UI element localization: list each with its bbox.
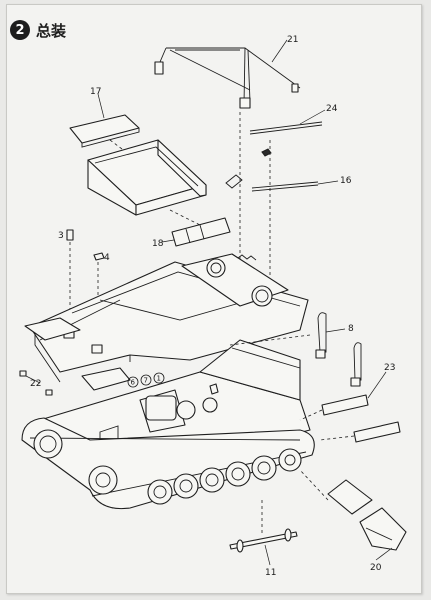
- circled-mark-6: 6: [131, 379, 136, 387]
- part-17-plate: [69, 114, 140, 148]
- part-24-rod: [249, 121, 323, 132]
- callout-18: 18: [152, 239, 164, 249]
- circled-mark-7: 7: [144, 377, 148, 385]
- circled-marks: 6 7 1: [127, 372, 165, 388]
- callout-17: 17: [90, 87, 101, 97]
- callout-4: 4: [104, 253, 110, 263]
- part-8-pipes: [315, 312, 362, 387]
- part-3: [66, 229, 74, 241]
- storage-box: [87, 139, 207, 216]
- part-22a: [19, 370, 27, 377]
- track: [21, 417, 315, 510]
- callout-20: 20: [370, 563, 382, 573]
- part-23-skirts: [321, 394, 401, 443]
- part-11-axle: [229, 528, 298, 553]
- part-22b: [45, 389, 53, 396]
- part-21-crane-frame: [154, 47, 301, 109]
- circled-mark-1: 1: [157, 375, 161, 383]
- callout-16: 16: [340, 176, 352, 186]
- callout-22: 22: [30, 379, 41, 389]
- callout-21: 21: [287, 35, 298, 45]
- part-18-plate: [171, 217, 231, 247]
- part-4: [93, 252, 105, 261]
- callout-11: 11: [265, 568, 276, 578]
- callout-24: 24: [326, 104, 338, 114]
- part-16-rod: [251, 181, 319, 189]
- callout-8: 8: [348, 324, 354, 334]
- part-20-pieces: [327, 479, 407, 551]
- step-number-badge: 2: [10, 20, 30, 40]
- step-title: 总装: [36, 22, 67, 40]
- road-wheels: [147, 448, 302, 505]
- callout-23: 23: [384, 363, 395, 373]
- callout-3: 3: [58, 231, 64, 241]
